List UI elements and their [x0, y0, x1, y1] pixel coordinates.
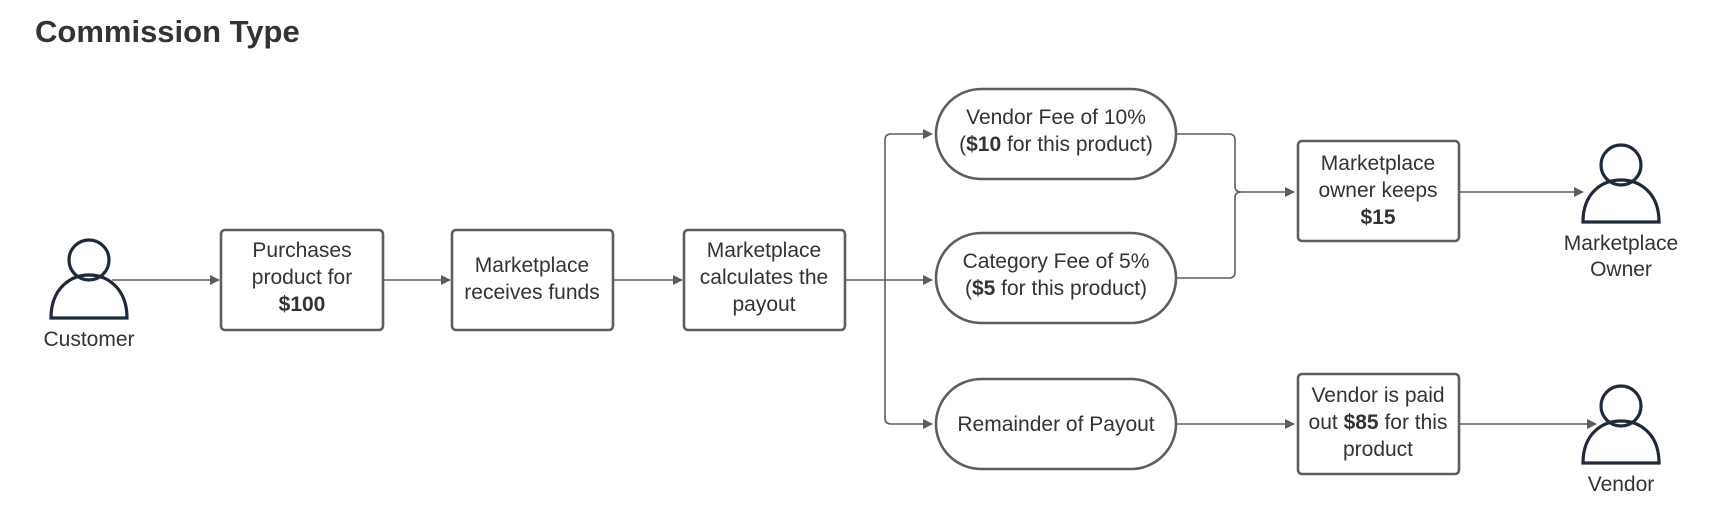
page-title: Commission Type — [35, 14, 300, 49]
node-receives-funds: Marketplace receives funds — [450, 228, 615, 332]
purchases-line1: Purchases — [252, 239, 351, 262]
customer-label: Customer — [43, 328, 134, 351]
owner-keeps-amount: $15 — [1360, 206, 1395, 229]
calculates-line1: Marketplace — [707, 239, 821, 262]
person-icon — [49, 238, 129, 320]
owner-keeps-line1: Marketplace — [1321, 152, 1435, 175]
node-vendor-fee: Vendor Fee of 10% ($10 for this product) — [934, 87, 1178, 181]
purchases-line2: product for — [252, 266, 352, 289]
vendor-label: Vendor — [1588, 473, 1655, 496]
actor-vendor: Vendor — [1581, 384, 1661, 496]
actor-customer: Customer — [43, 238, 135, 351]
owner-keeps-line2: owner keeps — [1318, 179, 1437, 202]
node-vendor-paid: Vendor is paid out $85 for this product — [1296, 372, 1461, 476]
receives-funds-line1: Marketplace — [475, 254, 589, 277]
node-purchases: Purchases product for $100 — [219, 228, 385, 332]
category-fee-line1: Category Fee of 5% — [963, 250, 1150, 273]
arrow-vendor-fee-to-owner-keeps — [1176, 133, 1295, 197]
vendor-paid-line1: Vendor is paid — [1311, 384, 1444, 407]
connectors — [112, 129, 1597, 429]
calculates-line3: payout — [732, 293, 795, 316]
node-remainder: Remainder of Payout — [934, 377, 1178, 471]
node-category-fee: Category Fee of 5% ($5 for this product) — [934, 231, 1178, 325]
category-fee-amount: $5 — [972, 277, 996, 300]
vendor-paid-amount: $85 — [1344, 411, 1379, 434]
marketplace-owner-label-line1: Marketplace — [1564, 232, 1678, 255]
vendor-paid-line3: product — [1343, 438, 1413, 461]
node-owner-keeps: Marketplace owner keeps $15 — [1296, 139, 1461, 243]
arrow-category-fee-to-owner-keeps — [1176, 191, 1242, 279]
vendor-fee-amount: $10 — [966, 133, 1001, 156]
receives-funds-line2: receives funds — [464, 281, 599, 304]
arrow-calculates-to-remainder — [884, 280, 933, 429]
marketplace-owner-label-line2: Owner — [1590, 258, 1652, 281]
node-calculates-payout: Marketplace calculates the payout — [682, 228, 847, 332]
calculates-line2: calculates the — [700, 266, 828, 289]
remainder-line1: Remainder of Payout — [957, 413, 1154, 436]
person-icon — [1581, 143, 1661, 224]
vendor-fee-line1: Vendor Fee of 10% — [966, 106, 1146, 129]
arrow-calculates-to-vendor-fee — [884, 129, 933, 280]
actor-marketplace-owner: Marketplace Owner — [1564, 143, 1678, 281]
purchases-amount: $100 — [279, 293, 326, 316]
vendor-fee-line2: ($10 for this product) — [959, 133, 1153, 156]
vendor-paid-line2: out $85 for this — [1309, 411, 1448, 434]
person-icon — [1581, 384, 1661, 465]
category-fee-line2: ($5 for this product) — [965, 277, 1147, 300]
